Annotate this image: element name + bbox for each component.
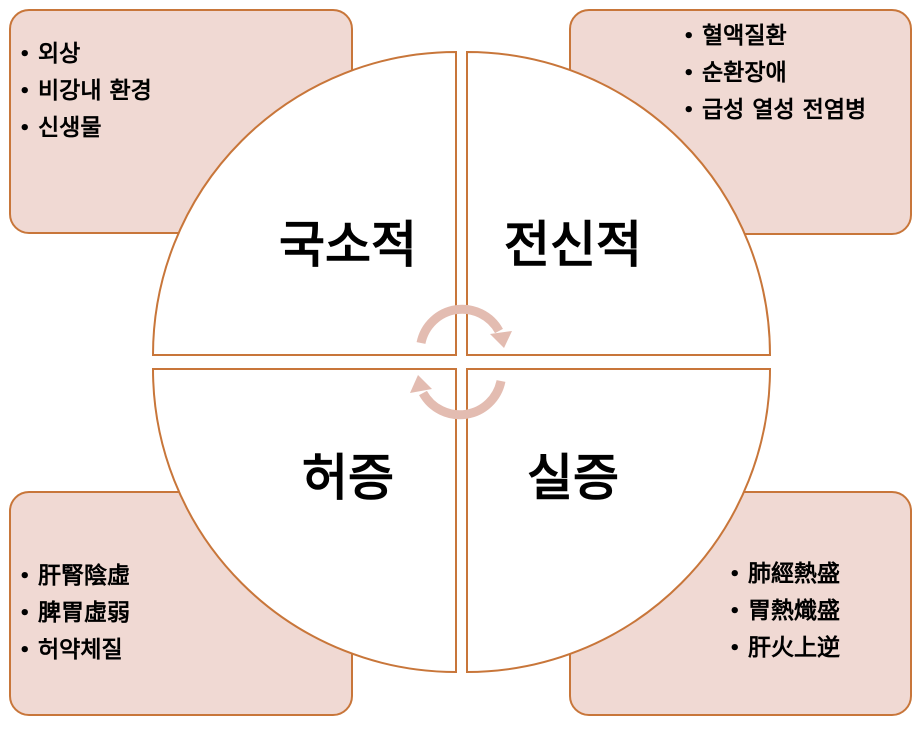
quadrant-top-right [466, 50, 772, 356]
list-item: 肝腎陰虛 [19, 558, 130, 595]
label-local: 국소적 [279, 216, 417, 274]
list-item: 신생물 [19, 110, 152, 147]
cycle-arrowhead-top [490, 331, 512, 348]
cycle-arrowhead-bottom [410, 375, 432, 393]
list-item: 순환장애 [683, 55, 866, 92]
label-deficiency: 허증 [302, 449, 394, 507]
list-item: 급성 열성 전염병 [683, 92, 866, 129]
label-systemic: 전신적 [504, 216, 642, 274]
list-item: 혈액질환 [683, 18, 866, 55]
list-item: 비강내 환경 [19, 73, 152, 110]
list-item: 脾胃虛弱 [19, 595, 130, 632]
quadrant-bottom-left [151, 368, 457, 674]
cycle-arrows-icon [416, 304, 506, 420]
list-item: 肺經熱盛 [729, 556, 840, 593]
quadrant-bottom-right [466, 368, 772, 674]
list-item: 외상 [19, 36, 152, 73]
list-item: 胃熱熾盛 [729, 593, 840, 630]
list-top-left: 외상 비강내 환경 신생물 [19, 36, 152, 147]
list-top-right: 혈액질환 순환장애 급성 열성 전염병 [683, 18, 866, 129]
list-bottom-left: 肝腎陰虛 脾胃虛弱 허약체질 [19, 558, 130, 669]
label-excess: 실증 [527, 449, 619, 507]
list-item: 허약체질 [19, 632, 130, 669]
list-bottom-right: 肺經熱盛 胃熱熾盛 肝火上逆 [729, 556, 840, 667]
list-item: 肝火上逆 [729, 630, 840, 667]
quadrant-top-left [151, 50, 457, 356]
